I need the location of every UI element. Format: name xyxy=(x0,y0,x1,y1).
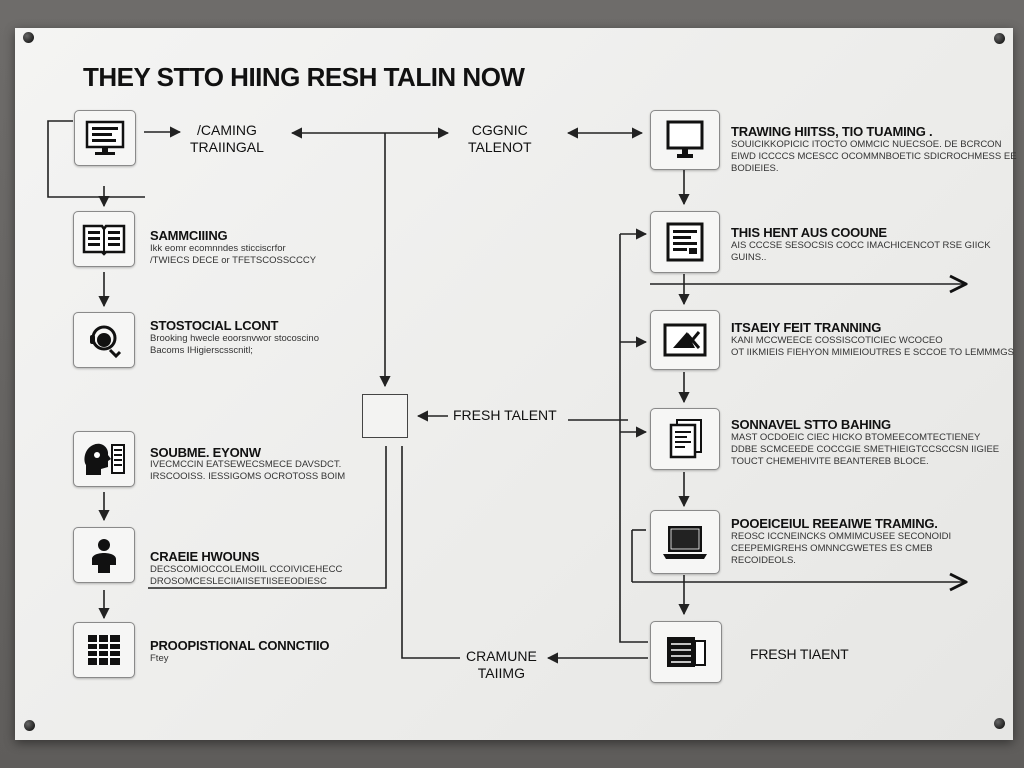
right-item-3-heading: ITSAEIY FEIT TRANNING xyxy=(731,320,882,335)
left-item-4-desc: IVECMCCIN EATSEWECSMECE DAVSDCT.IRSCOOIS… xyxy=(150,459,346,482)
left-node-6[interactable] xyxy=(73,622,135,678)
left-item-6-desc: Ftey xyxy=(150,653,169,664)
left-item-2-desc: Ikk eomr ecomnndes sticciscrfor/TWIECS D… xyxy=(150,243,317,266)
head-profile-icon xyxy=(84,443,125,475)
left-item-4-heading: SOUBME. EYONW xyxy=(150,445,261,460)
connector xyxy=(619,234,648,643)
right-node-6[interactable] xyxy=(650,621,722,683)
screw-icon xyxy=(24,720,35,731)
grid-table-icon xyxy=(88,635,120,665)
left-node-3[interactable] xyxy=(73,312,135,368)
binder-icon xyxy=(667,637,706,667)
connector xyxy=(401,446,460,659)
document-lines-icon xyxy=(666,222,704,262)
right-item-4-heading: SONNAVEL STTO BAHING xyxy=(731,417,891,432)
left-node-2[interactable] xyxy=(73,211,135,267)
laptop-icon xyxy=(663,526,707,559)
screw-icon xyxy=(994,718,1005,729)
right-node-2[interactable] xyxy=(650,211,720,273)
image-frame-icon xyxy=(663,323,707,357)
right-node-5[interactable] xyxy=(650,510,720,574)
center-hub-box[interactable] xyxy=(362,394,408,438)
monitor-icon xyxy=(666,120,704,158)
connector xyxy=(148,446,387,589)
right-item-2-desc: AIS CCCSE SESOCSIS COCC IMACHICENCOT RSE… xyxy=(731,240,991,263)
right-node-1[interactable] xyxy=(650,110,720,170)
screw-icon xyxy=(994,33,1005,44)
left-item-5-heading: CRAEIE HWOUNS xyxy=(150,549,260,564)
right-item-1-heading: TRAWING HIITSS, TIO TUAMING . xyxy=(731,124,933,139)
left-node-1[interactable] xyxy=(74,110,136,166)
left-item-3-heading: STOSTOCIAL LCONT xyxy=(150,318,279,333)
left-item-2-heading: SAMMCIIING xyxy=(150,228,228,243)
right-node-4[interactable] xyxy=(650,408,720,470)
monitor-icon xyxy=(85,120,125,155)
right-item-5-heading: POOEICEIUL REEAIWE TRAMING. xyxy=(731,516,938,531)
right-item-1-desc: SOUICIKKOPICIC ITOCTO OMMCIC NUECSOE. DE… xyxy=(731,139,1017,174)
diagram-title: THEY STTO HIING RESH TALIN NOW xyxy=(83,62,525,92)
right-item-2-heading: THIS HENT AUS COOUNE xyxy=(731,225,887,240)
left-node-5[interactable] xyxy=(73,527,135,583)
headset-person-icon xyxy=(90,325,122,359)
left-item-6-heading: PROOPISTIONAL CONNCTIIO xyxy=(150,638,330,653)
screw-icon xyxy=(23,32,34,43)
fresh-talent-center-label: FRESH TALENT xyxy=(453,407,557,423)
right-item-4-desc: MAST OCDOEIC CIEC HICKO BTOMEECOMTECTIEN… xyxy=(731,432,1000,467)
whiteboard-panel xyxy=(15,28,1013,740)
left-node-4[interactable] xyxy=(73,431,135,487)
book-icon xyxy=(82,224,126,256)
person-icon xyxy=(92,539,116,573)
right-item-6-heading: FRESH TIAENT xyxy=(750,646,849,662)
connector xyxy=(47,120,145,198)
paper-stack-icon xyxy=(669,419,702,459)
right-node-3[interactable] xyxy=(650,310,720,370)
